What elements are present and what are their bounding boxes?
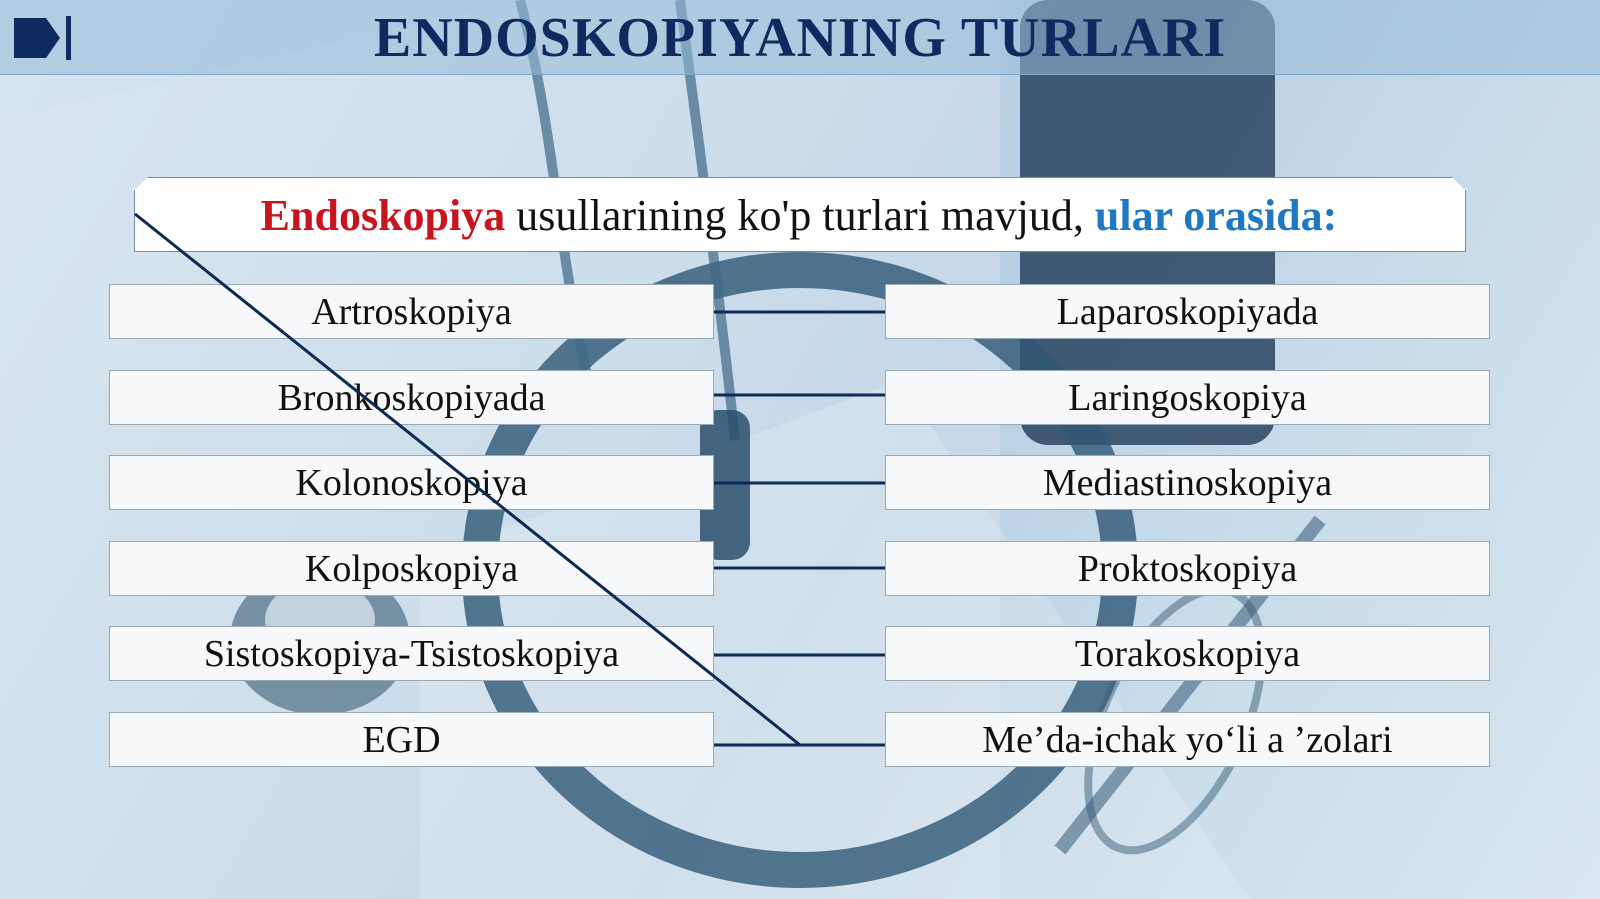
left-item-4: Kolposkopiya bbox=[109, 541, 714, 596]
page-title: ENDOSKOPIYANING TURLARI bbox=[373, 7, 1227, 69]
title-bar bbox=[0, 0, 1600, 75]
right-item-6: Me’da-ichak yo‘li a ’zolari bbox=[885, 712, 1490, 767]
intro-highlight: Endoskopiya bbox=[260, 191, 506, 240]
left-item-1: Artroskopiya bbox=[109, 284, 714, 339]
left-item-6: EGD bbox=[109, 712, 714, 767]
left-item-5: Sistoskopiya-Tsistoskopiya bbox=[109, 626, 714, 681]
left-item-2: Bronkoskopiyada bbox=[109, 370, 714, 425]
right-item-1: Laparoskopiyada bbox=[885, 284, 1490, 339]
play-end-icon bbox=[14, 16, 71, 60]
intro-middle: usullarining ko'p turlari mavjud, bbox=[505, 191, 1095, 240]
left-item-3: Kolonoskopiya bbox=[109, 455, 714, 510]
right-item-3: Mediastinoskopiya bbox=[885, 455, 1490, 510]
intro-tail: ular orasida: bbox=[1094, 191, 1338, 240]
right-item-5: Torakoskopiya bbox=[885, 626, 1490, 681]
right-item-2: Laringoskopiya bbox=[885, 370, 1490, 425]
intro-text: Endoskopiya usullarining ko'p turlari ma… bbox=[134, 190, 1464, 241]
right-item-4: Proktoskopiya bbox=[885, 541, 1490, 596]
